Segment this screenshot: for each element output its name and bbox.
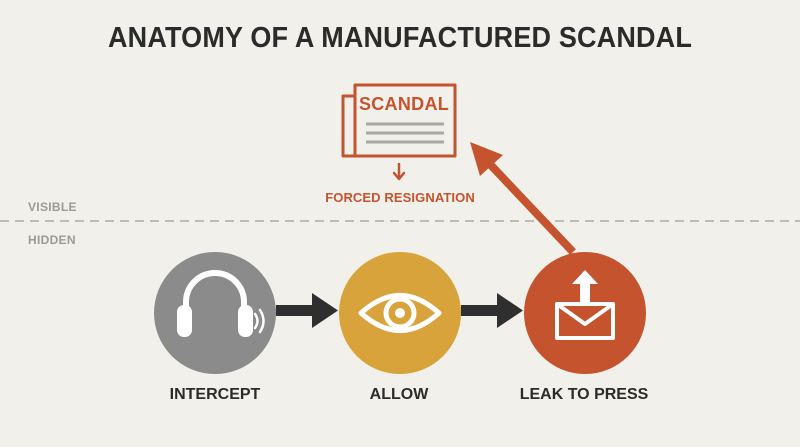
leak-to-scandal-arrow [470, 142, 576, 255]
page-title: ANATOMY OF A MANUFACTURED SCANDAL [108, 22, 692, 54]
intercept-to-allow-arrow [276, 293, 338, 328]
envelope-upload-icon [555, 270, 615, 340]
outcome-down-arrow [392, 162, 406, 181]
leak-label: LEAK TO PRESS [519, 386, 649, 403]
allow-to-leak-arrow [461, 293, 523, 328]
intercept-label: INTERCEPT [169, 386, 261, 403]
eye-icon [358, 293, 442, 333]
intercept-step-circle [154, 252, 276, 374]
newspaper-icon [341, 83, 457, 158]
newspaper-headline: SCANDAL [358, 94, 450, 114]
hidden-layer-label: HIDDEN [28, 233, 76, 247]
headphones-icon [177, 270, 265, 337]
allow-label: ALLOW [369, 386, 429, 403]
outcome-label: FORCED RESIGNATION [325, 190, 475, 205]
visible-layer-label: VISIBLE [28, 200, 77, 214]
leak-step-circle [524, 252, 646, 374]
